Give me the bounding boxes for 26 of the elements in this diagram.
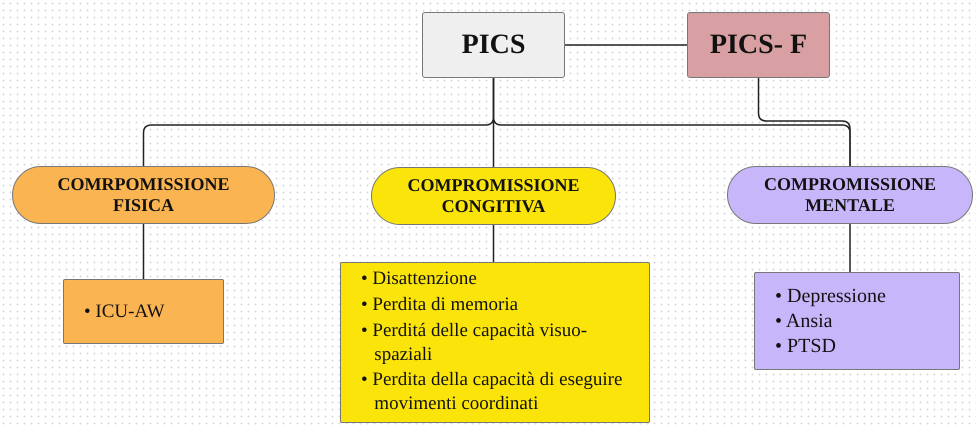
title-box: [422, 12, 565, 78]
connector-line: [492, 225, 494, 262]
category-label: COMRPOMISSIONE FISICA: [56, 174, 230, 216]
item-list-box: [754, 272, 960, 370]
title-label: PICS- F: [710, 28, 808, 62]
list-item: • Perditá delle capacità visuo-spaziali: [361, 318, 588, 366]
connector-line: [565, 44, 687, 46]
title-box: [687, 12, 830, 78]
title-label: PICS: [462, 28, 526, 62]
list-item: • Perdita di memoria: [361, 293, 520, 317]
category-pill: [727, 166, 973, 224]
list-item: • Depressione: [775, 284, 887, 308]
list-item: • Disattenzione: [361, 267, 478, 291]
connector-line: [142, 224, 144, 279]
list-item: • PTSD: [775, 334, 837, 358]
category-pill: [371, 167, 616, 225]
category-pill: [12, 166, 275, 224]
item-list-box: [340, 262, 650, 423]
list-item: • Perdita della capacità di eseguire movimenti coordinati: [361, 368, 624, 416]
category-label: COMPROMISSIONE MENTALE: [762, 174, 937, 216]
list-item: • Ansia: [775, 308, 834, 334]
category-label: COMPROMISSIONE CONGITIVA: [406, 175, 580, 217]
connector-line: [849, 224, 851, 272]
item-list-box: [63, 279, 224, 344]
list-item: • ICU-AW: [84, 300, 165, 324]
connector-line: [758, 78, 851, 166]
